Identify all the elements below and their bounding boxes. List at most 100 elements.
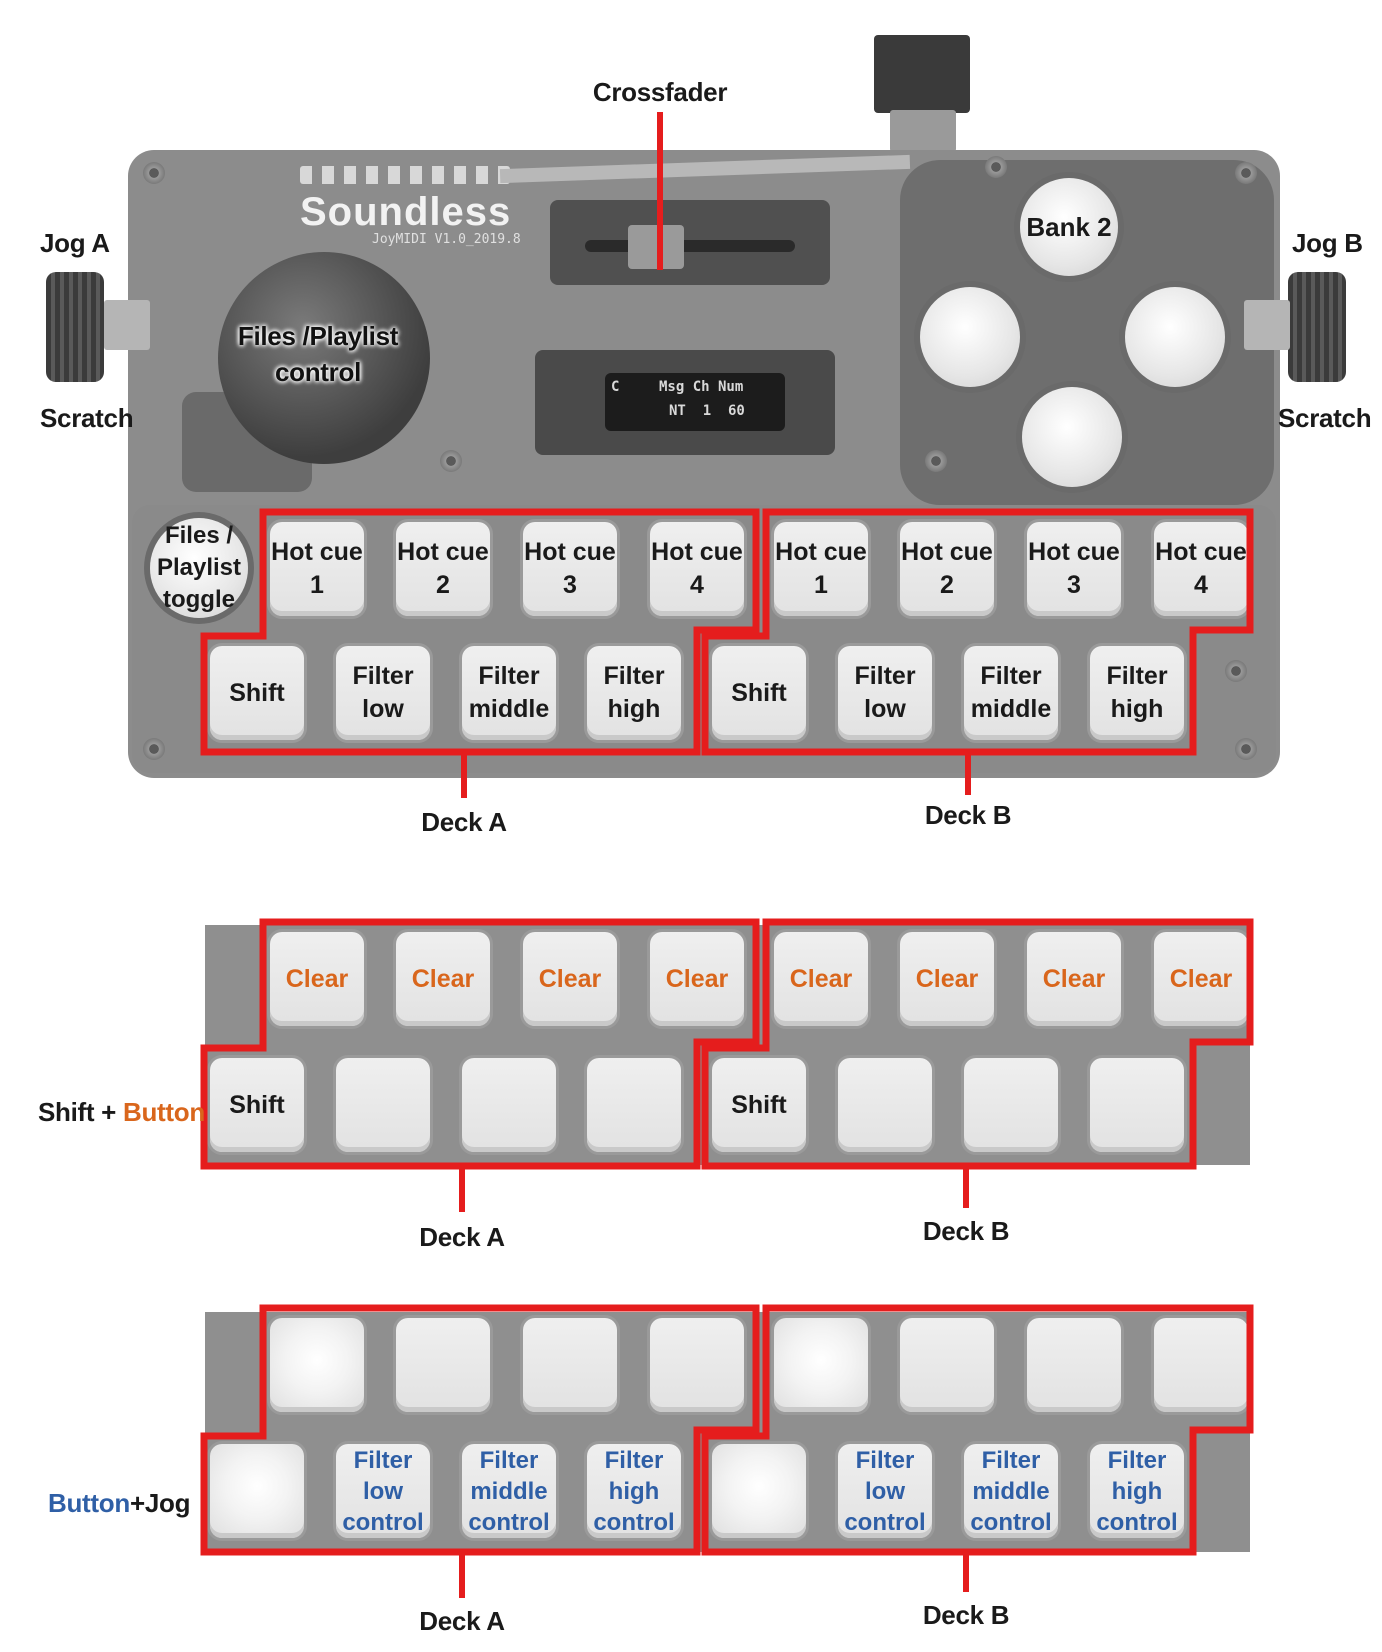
usb-connector xyxy=(890,110,956,152)
s2-deck-a-key-3[interactable] xyxy=(462,1058,556,1152)
s2-deck-a-clear-4[interactable]: Clear xyxy=(650,932,744,1026)
s1-deck-a-label: Deck A xyxy=(421,807,507,837)
s2-deck-b-key-2[interactable] xyxy=(838,1058,932,1152)
model-text: JoyMIDI V1.0_2019.8 xyxy=(372,232,521,247)
s1-deck-b-hotcue-4[interactable]: Hot cue 4 xyxy=(1154,522,1248,616)
oled-logo: C xyxy=(611,379,620,395)
s2-deck-b-clear-3[interactable]: Clear xyxy=(1027,932,1121,1026)
s2-deck-a-clear-2[interactable]: Clear xyxy=(396,932,490,1026)
s3-deck-a-top-1[interactable] xyxy=(270,1318,364,1412)
joystick-knob[interactable] xyxy=(218,252,430,464)
s1-deck-b-hotcue-3[interactable]: Hot cue 3 xyxy=(1027,522,1121,616)
s2-deck-a-label: Deck A xyxy=(419,1222,505,1252)
jog-b-shaft xyxy=(1244,300,1290,350)
s3-deck-b-top-3[interactable] xyxy=(1027,1318,1121,1412)
s1-deck-a-filter-high[interactable]: Filter high xyxy=(587,646,681,740)
s2-deck-b-label: Deck B xyxy=(922,1216,1010,1246)
s1-deck-b-shift[interactable]: Shift xyxy=(712,646,806,740)
scratch-a-label: Scratch xyxy=(40,403,134,433)
screw-icon xyxy=(985,156,1007,178)
s2-deck-a-key-2[interactable] xyxy=(336,1058,430,1152)
s3-deck-a-bottom-1[interactable] xyxy=(210,1444,304,1538)
s3-deck-a-top-2[interactable] xyxy=(396,1318,490,1412)
oled-screen: C Msg Ch Num NT 1 60 xyxy=(605,373,785,431)
s3-deck-b-outline xyxy=(701,1304,1254,1556)
s1-deck-a-hotcue-2[interactable]: Hot cue 2 xyxy=(396,522,490,616)
s1-deck-a-shift[interactable]: Shift xyxy=(210,646,304,740)
s1-deck-b-filter-high[interactable]: Filter high xyxy=(1090,646,1184,740)
round-button-right[interactable] xyxy=(1125,287,1225,387)
crossfader-pointer xyxy=(657,112,663,270)
s1-deck-a-filter-low[interactable]: Filter low xyxy=(336,646,430,740)
s2-deck-b-key-4[interactable] xyxy=(1090,1058,1184,1152)
s1-deck-a-hotcue-1[interactable]: Hot cue 1 xyxy=(270,522,364,616)
jog-a-wheel[interactable] xyxy=(46,272,104,382)
s2-deck-b-clear-2[interactable]: Clear xyxy=(900,932,994,1026)
s3-deck-a-filter-high-control[interactable]: Filter high control xyxy=(587,1444,681,1538)
scratch-b-label: Scratch xyxy=(1278,403,1372,433)
bank2-label: Bank 2 xyxy=(1026,211,1112,242)
s3-deck-a-filter-middle-control[interactable]: Filter middle control xyxy=(462,1444,556,1538)
button-word-orange: Button xyxy=(123,1097,205,1127)
pin-header xyxy=(300,166,510,184)
s1-deck-b-hotcue-1[interactable]: Hot cue 1 xyxy=(774,522,868,616)
s3-deck-b-top-2[interactable] xyxy=(900,1318,994,1412)
crossfader-label: Crossfader xyxy=(592,77,728,107)
files-playlist-toggle-button[interactable]: Files / Playlist toggle xyxy=(150,518,248,618)
button-word-blue: Button xyxy=(48,1488,130,1518)
shift-plus-text: Shift + xyxy=(38,1097,123,1127)
s1-deck-b-filter-middle[interactable]: Filter middle xyxy=(964,646,1058,740)
s3-deck-a-outline xyxy=(200,1304,760,1556)
s1-deck-a-outline xyxy=(200,508,760,756)
s1-deck-a-hotcue-3[interactable]: Hot cue 3 xyxy=(523,522,617,616)
jog-a-label: Jog A xyxy=(40,228,110,258)
s2-deck-a-outline xyxy=(200,918,760,1170)
s3-deck-b-top-4[interactable] xyxy=(1154,1318,1248,1412)
screw-icon xyxy=(143,162,165,184)
s2-deck-b-clear-1[interactable]: Clear xyxy=(774,932,868,1026)
plus-jog-text: +Jog xyxy=(129,1488,191,1518)
shift-plus-button-caption: Shift + Button xyxy=(38,1097,205,1128)
crossfader-knob[interactable] xyxy=(628,225,684,269)
usb-plug xyxy=(874,35,970,113)
s2-deck-b-clear-4[interactable]: Clear xyxy=(1154,932,1248,1026)
jog-a-shaft xyxy=(104,300,150,350)
s3-deck-b-top-1[interactable] xyxy=(774,1318,868,1412)
round-button-bottom[interactable] xyxy=(1022,387,1122,487)
s3-deck-a-top-4[interactable] xyxy=(650,1318,744,1412)
s2-deck-a-clear-3[interactable]: Clear xyxy=(523,932,617,1026)
brand-logo: Soundless xyxy=(300,190,512,234)
s3-deck-b-filter-low-control[interactable]: Filter low control xyxy=(838,1444,932,1538)
s1-deck-b-label: Deck B xyxy=(924,800,1012,830)
files-playlist-control-label: Files /Playlist control xyxy=(237,321,399,387)
s2-deck-b-key-3[interactable] xyxy=(964,1058,1058,1152)
round-button-left[interactable] xyxy=(920,287,1020,387)
s2-deck-a-clear-1[interactable]: Clear xyxy=(270,932,364,1026)
section1-outlines xyxy=(200,508,1254,798)
s2-deck-a-key-4[interactable] xyxy=(587,1058,681,1152)
files-playlist-toggle-label: Files / Playlist toggle xyxy=(156,522,242,613)
s3-deck-b-bottom-1[interactable] xyxy=(712,1444,806,1538)
s1-deck-b-filter-low[interactable]: Filter low xyxy=(838,646,932,740)
jog-b-label: Jog B xyxy=(1292,228,1363,258)
screw-icon xyxy=(143,738,165,760)
s3-deck-b-filter-high-control[interactable]: Filter high control xyxy=(1090,1444,1184,1538)
s3-deck-a-label: Deck A xyxy=(419,1606,505,1636)
oled-values: NT 1 60 xyxy=(669,403,745,419)
s3-deck-a-filter-low-control[interactable]: Filter low control xyxy=(336,1444,430,1538)
oled-headers: Msg Ch Num xyxy=(659,379,744,395)
s1-deck-b-hotcue-2[interactable]: Hot cue 2 xyxy=(900,522,994,616)
button-plus-jog-caption: Button+Jog xyxy=(48,1488,190,1519)
s3-deck-b-filter-middle-control[interactable]: Filter middle control xyxy=(964,1444,1058,1538)
s1-deck-a-hotcue-4[interactable]: Hot cue 4 xyxy=(650,522,744,616)
screw-icon xyxy=(925,450,947,472)
s3-deck-a-top-3[interactable] xyxy=(523,1318,617,1412)
screw-icon xyxy=(1235,162,1257,184)
s1-deck-a-filter-middle[interactable]: Filter middle xyxy=(462,646,556,740)
screw-icon xyxy=(440,450,462,472)
bank2-button[interactable]: Bank 2 xyxy=(1020,178,1118,276)
s2-deck-a-shift[interactable]: Shift xyxy=(210,1058,304,1152)
s2-deck-b-shift[interactable]: Shift xyxy=(712,1058,806,1152)
section2-outlines xyxy=(200,918,1254,1212)
jog-b-wheel[interactable] xyxy=(1288,272,1346,382)
